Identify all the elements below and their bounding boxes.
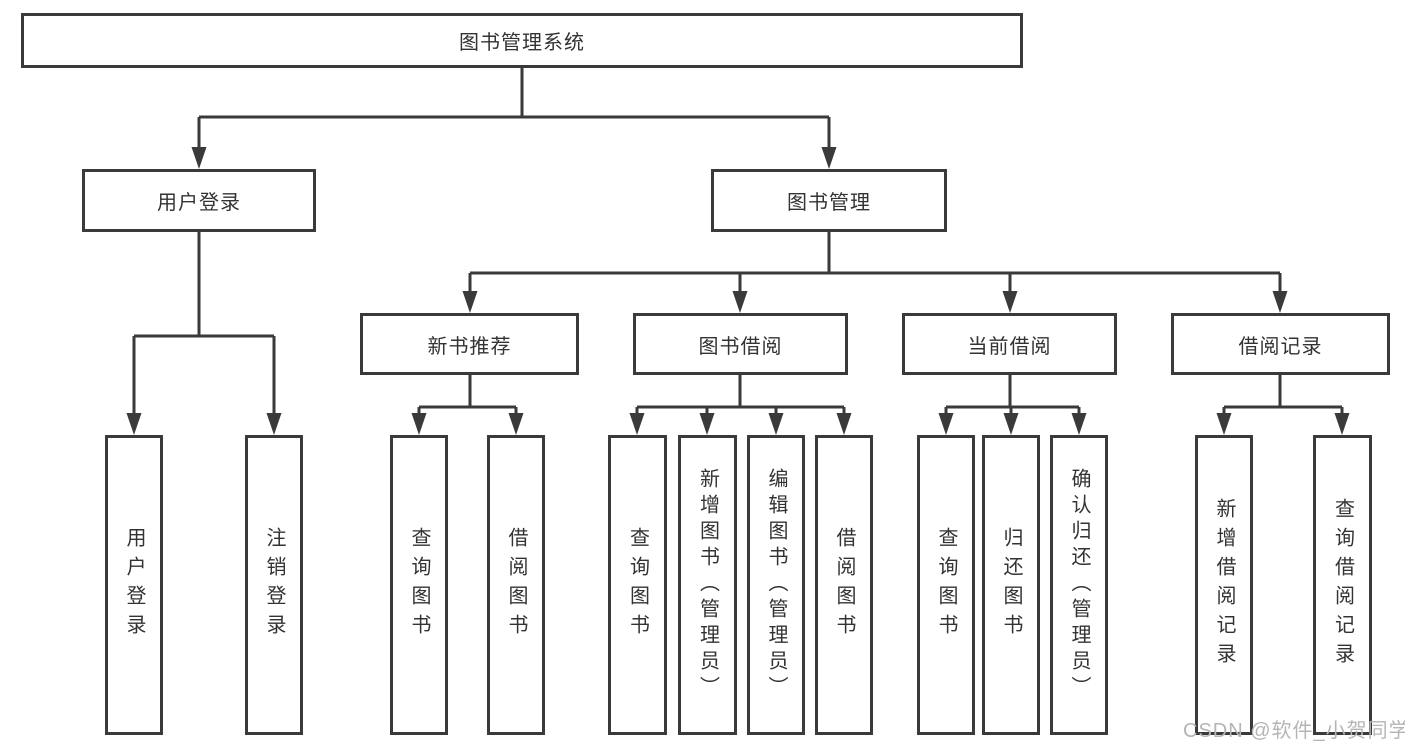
node-book-borrowing: 图书借阅 <box>633 313 848 375</box>
leaf-confirm-return-admin: 确认归还（管理员） <box>1050 435 1108 735</box>
leaf-query-borrow-record: 查询借阅记录 <box>1313 435 1372 735</box>
node-root-label: 图书管理系统 <box>459 32 585 54</box>
leaf-borrow-books-2: 借阅图书 <box>815 435 873 735</box>
leaf-borrow-books-1: 借阅图书 <box>487 435 545 735</box>
leaf-query-books-1-label: 查询图书 <box>408 527 430 643</box>
node-current-borrowing: 当前借阅 <box>902 313 1117 375</box>
node-borrowing-records: 借阅记录 <box>1171 313 1390 375</box>
node-root: 图书管理系统 <box>21 13 1023 68</box>
leaf-query-books-2-label: 查询图书 <box>626 527 649 643</box>
leaf-query-books-2: 查询图书 <box>608 435 667 735</box>
node-new-book-recommend: 新书推荐 <box>360 313 579 375</box>
node-current-borrowing-label: 当前借阅 <box>967 335 1052 358</box>
leaf-query-books-3-label: 查询图书 <box>935 527 957 643</box>
leaf-edit-books-admin: 编辑图书（管理员） <box>747 435 805 735</box>
leaf-logout-login-label: 注销登录 <box>263 527 285 643</box>
leaf-logout-login: 注销登录 <box>245 435 303 735</box>
leaf-return-books: 归还图书 <box>982 435 1040 735</box>
node-book-borrowing-label: 图书借阅 <box>698 335 783 358</box>
leaf-query-borrow-record-label: 查询借阅记录 <box>1331 498 1354 672</box>
leaf-add-books-admin: 新增图书（管理员） <box>678 435 737 735</box>
leaf-query-books-1: 查询图书 <box>390 435 448 735</box>
node-borrowing-records-label: 借阅记录 <box>1238 335 1323 358</box>
node-book-management-label: 图书管理 <box>787 192 871 214</box>
leaf-user-login: 用户登录 <box>105 435 163 735</box>
leaf-borrow-books-2-label: 借阅图书 <box>833 527 855 643</box>
leaf-query-books-3: 查询图书 <box>917 435 975 735</box>
node-book-management: 图书管理 <box>711 169 947 232</box>
node-user-login-label: 用户登录 <box>157 192 241 214</box>
leaf-add-borrow-record: 新增借阅记录 <box>1195 435 1253 735</box>
leaf-borrow-books-1-label: 借阅图书 <box>505 527 527 643</box>
leaf-add-borrow-record-label: 新增借阅记录 <box>1213 498 1235 672</box>
leaf-confirm-return-admin-label: 确认归还（管理员） <box>1068 468 1090 702</box>
leaf-user-login-label: 用户登录 <box>123 527 145 643</box>
leaf-return-books-label: 归还图书 <box>1000 527 1022 643</box>
node-new-book-recommend-label: 新书推荐 <box>427 335 512 358</box>
csdn-watermark: CSDN @软件_小贺同学 <box>1183 720 1405 742</box>
leaf-add-books-admin-label: 新增图书（管理员） <box>696 468 719 702</box>
leaf-edit-books-admin-label: 编辑图书（管理员） <box>765 468 787 702</box>
node-user-login: 用户登录 <box>82 169 316 232</box>
